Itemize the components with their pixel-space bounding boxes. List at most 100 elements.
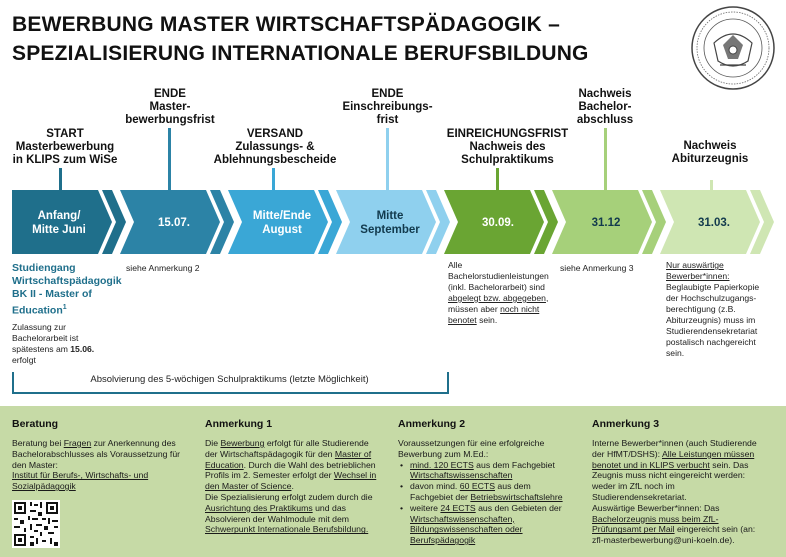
milestone-nachweis-abitur: Nachweis Abiturzeugnis: [671, 140, 749, 165]
internship-bracket: [12, 372, 449, 394]
zeugnis-link[interactable]: Bachelorzeugnis muss beim ZfL-: [592, 513, 719, 524]
note-underlined: Bewerber*innen:: [666, 271, 730, 281]
master-education-link-2[interactable]: Education: [205, 459, 244, 470]
ects-link[interactable]: mind. 120 ECTS: [410, 459, 474, 470]
timeline-chevron: [552, 190, 652, 254]
note-underlined: noch nicht: [500, 304, 540, 314]
program-line-3: BK II - Master of: [12, 288, 92, 300]
list-item: • davon mind. 60 ECTS aus dem Fachgebiet…: [400, 481, 563, 502]
wiwi-link[interactable]: Wirtschaftswissenschaften,: [410, 513, 515, 524]
master-science-link[interactable]: den Master of Science: [205, 481, 292, 492]
timeline-date-label: August: [262, 224, 302, 236]
text: weder im ZfL noch im: [592, 481, 675, 492]
ects-link[interactable]: 60 ECTS: [459, 481, 495, 492]
text: Beratung bei: [12, 438, 64, 448]
text: Auswärtige Bewerber*innen: Das: [592, 502, 720, 513]
info-panel: [0, 406, 786, 557]
text: aus dem: [495, 481, 531, 492]
timeline-date-label: Mitte/Ende: [253, 210, 311, 222]
timeline-date-label: Anfang/: [38, 210, 82, 222]
anmerkung-1-heading: Anmerkung 1: [205, 418, 273, 430]
bewerbung-link[interactable]: Bewerbung: [220, 438, 265, 448]
connector-line-1: [59, 168, 62, 190]
note-bachelor-leistungen: Alle Bachelorstudienleistungen (inkl. Ba…: [448, 260, 568, 326]
note-underlined: benotet: [448, 315, 477, 325]
timeline-chevron-small: [750, 190, 774, 254]
list-item: • mind. 120 ECTS aus dem Fachgebiet Wirt…: [398, 460, 583, 482]
text: .: [291, 481, 294, 492]
anmerkung-2-heading: Anmerkung 2: [398, 418, 466, 430]
timeline-chevron: [660, 190, 760, 254]
master-education-link[interactable]: Master of: [334, 448, 372, 459]
note-zulassung-line: Zulassung zur: [12, 322, 66, 332]
ref-anmerkung-2: siehe Anmerkung 2: [126, 263, 200, 273]
anmerkung-3-heading: Anmerkung 3: [592, 418, 660, 430]
connector-line-3: [272, 168, 275, 190]
text: Bewerbung zum M.Ed.:: [398, 448, 489, 459]
institut-link-2[interactable]: Sozialpädagogik: [12, 481, 76, 492]
text: Fachgebiet der: [410, 491, 471, 502]
berufspaed-link[interactable]: Berufspädagogik: [410, 535, 476, 546]
timeline-date-label: 30.09.: [482, 217, 514, 229]
text: der Wirtschaftspädagogik für den: [205, 448, 335, 459]
program-line-1: Studiengang: [12, 262, 76, 274]
bildung-link[interactable]: Bildungswissenschaften oder: [410, 524, 523, 535]
praktikum-link[interactable]: Ausrichtung des Praktikums: [205, 502, 313, 513]
beratung-section: Beratung Beratung bei Fragen zur Anerken…: [12, 418, 192, 492]
text: Profils im 2. Semester erfolgt der: [205, 470, 334, 481]
note-line: postalisch nachgereicht: [666, 337, 756, 347]
fragen-link[interactable]: Fragen: [63, 438, 92, 448]
note-line: Alle: [448, 260, 463, 270]
footnote-marker: 1: [62, 304, 67, 311]
text: Die: [205, 438, 221, 448]
pruefungsamt-link[interactable]: Prüfungsamt per Mail: [592, 524, 675, 535]
qr-code[interactable]: [12, 500, 60, 548]
timeline-chevron: [336, 190, 436, 254]
schwerpunkt-link[interactable]: Schwerpunkt Internationale Berufsbildung…: [205, 524, 369, 535]
university-seal-logo: [691, 6, 775, 90]
note-line: der Hochschulzugangs-: [666, 293, 757, 303]
milestone-nachweis-bachelor: Nachweis Bachelor- abschluss: [576, 88, 634, 126]
text: Absolvieren der Wahlmodule mit dem: [205, 513, 350, 524]
note-text: ,: [545, 293, 549, 303]
text: der HfMT/DSHS):: [592, 448, 662, 459]
leistungen-link[interactable]: Alle Leistungen müssen: [662, 448, 755, 459]
timeline-chevron-small: [318, 190, 342, 254]
note-zulassung-line: Bachelorarbeit ist: [12, 333, 79, 343]
wiwi-link[interactable]: Wirtschaftswissenschaften: [410, 470, 513, 481]
text: . Durch die Wahl des betrieblichen: [243, 459, 376, 470]
note-zulassung-line: erfolgt: [12, 355, 36, 365]
bwl-link[interactable]: Betriebswirtschaftslehre: [470, 491, 563, 502]
note-underlined: abgelegt bzw. abgegeben: [448, 293, 546, 303]
note-line: Abiturzeugnis) muss im: [666, 315, 756, 325]
connector-line-4: [386, 128, 389, 190]
anmerkung-1-section: Anmerkung 1 Die Bewerbung erfolgt für al…: [205, 418, 390, 535]
timeline-date-label: Mitte Juni: [32, 224, 86, 236]
text: Die Spezialisierung erfolgt zudem durch …: [205, 491, 373, 502]
anmerkung-3-section: Anmerkung 3 Interne Bewerber*innen (auch…: [592, 418, 782, 546]
note-line: sein.: [666, 348, 685, 358]
program-line-2: Wirtschaftspädagogik: [12, 275, 122, 287]
note-line: berechtigung (z.B.: [666, 304, 736, 314]
timeline-chevron: [120, 190, 220, 254]
title-line-1: BEWERBUNG MASTER WIRTSCHAFTSPÄDAGOGIK –: [12, 13, 560, 36]
note-zulassung: Zulassung zur Bachelorarbeit ist spätest…: [12, 322, 122, 366]
beratung-heading: Beratung: [12, 418, 59, 430]
connector-line-2: [168, 128, 171, 190]
klips-link[interactable]: benotet und in KLIPS verbucht: [592, 459, 710, 470]
text: zur Anerkennung des: [91, 438, 176, 448]
timeline-chevrons: Anfang/Mitte Juni15.07.Mitte/EndeAugustM…: [12, 190, 774, 254]
timeline-chevron-small: [534, 190, 558, 254]
text: den Master:: [12, 459, 58, 470]
text: und das: [312, 502, 347, 513]
note-line: Bachelorstudienleistungen: [448, 271, 549, 281]
text: Interne Bewerber*innen (auch Studierende: [592, 438, 757, 448]
timeline-chevron: [444, 190, 544, 254]
timeline-chevron-small: [642, 190, 666, 254]
institut-link[interactable]: Institut für Berufs-, Wirtschafts- und: [12, 470, 149, 481]
timeline-date-label: 15.07.: [158, 217, 190, 229]
note-line: Beglaubigte Papierkopie: [666, 282, 760, 292]
wechsel-link[interactable]: Wechsel in: [333, 470, 377, 481]
ects-link[interactable]: 24 ECTS: [440, 502, 476, 513]
milestone-ende-bewerbungsfrist: ENDE Master- bewerbungsfrist: [125, 88, 215, 126]
